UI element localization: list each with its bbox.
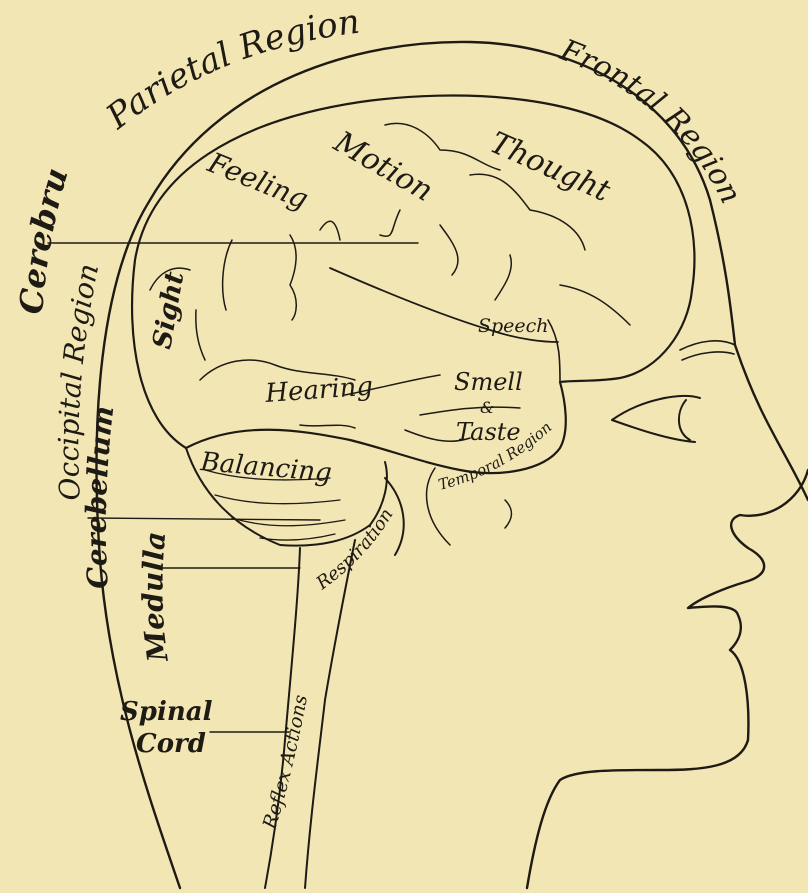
label-spinal: Spinal (120, 697, 213, 727)
label-medulla: Medulla (136, 530, 174, 664)
label-taste: Taste (456, 418, 521, 446)
label-ampersand: & (480, 398, 494, 417)
label-cord: Cord (136, 729, 206, 759)
label-speech: Speech (478, 315, 549, 337)
label-smell: Smell (454, 368, 523, 396)
